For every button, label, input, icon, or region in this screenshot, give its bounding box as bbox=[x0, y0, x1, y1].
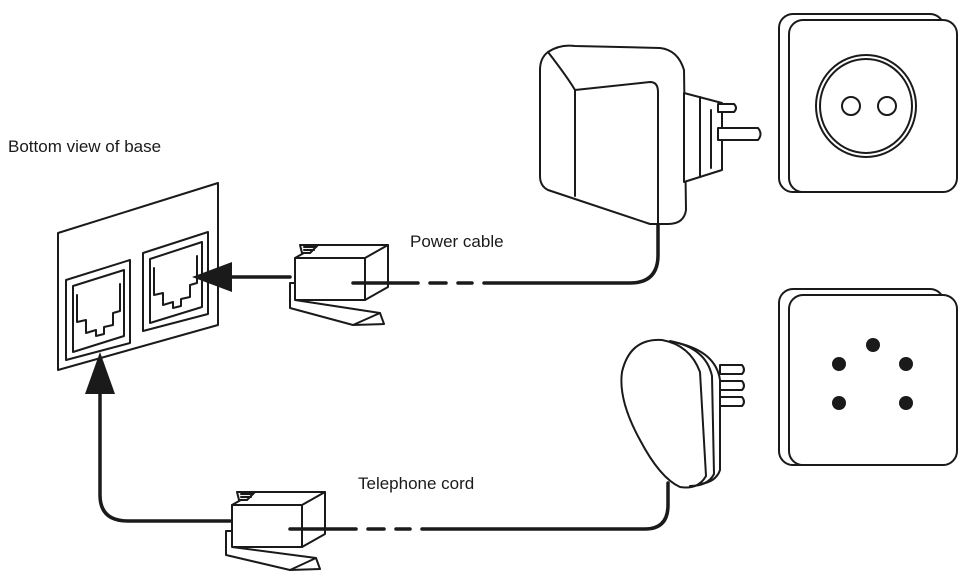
power-cable-assembly bbox=[192, 13, 958, 326]
power-adapter bbox=[539, 44, 762, 225]
telephone-wall-socket bbox=[778, 288, 958, 466]
base-panel bbox=[57, 182, 219, 371]
power-cable-line bbox=[482, 213, 660, 285]
power-cable-label: Power cable bbox=[410, 232, 504, 251]
telephone-wall-plug bbox=[620, 338, 745, 489]
socket-pin-upper-left bbox=[832, 357, 846, 371]
socket-pin-top bbox=[866, 338, 880, 352]
telephone-cord-line bbox=[98, 392, 232, 523]
telephone-cord-label: Telephone cord bbox=[358, 474, 475, 493]
socket-hole-right bbox=[877, 96, 897, 116]
socket-hole-left bbox=[841, 96, 861, 116]
base-unit bbox=[57, 182, 219, 371]
adapter-prong-top bbox=[717, 103, 737, 113]
socket-pin-upper-right bbox=[899, 357, 913, 371]
socket-pin-lower-left bbox=[832, 396, 846, 410]
telephone-plug-pin-3 bbox=[719, 396, 745, 407]
telephone-plug-pin-1 bbox=[719, 364, 745, 375]
power-modular-plug bbox=[289, 244, 389, 326]
telephone-arrow-head bbox=[85, 352, 115, 394]
telephone-plug-pin-2 bbox=[719, 380, 745, 391]
telephone-modular-plug bbox=[225, 491, 326, 571]
base-view-label: Bottom view of base bbox=[8, 137, 162, 156]
telephone-jack bbox=[65, 259, 131, 361]
power-jack bbox=[142, 231, 209, 332]
telephone-cord-assembly bbox=[85, 288, 958, 571]
adapter-prong-bottom bbox=[717, 127, 762, 141]
power-arrow-head bbox=[192, 262, 232, 292]
socket-pin-lower-right bbox=[899, 396, 913, 410]
power-wall-socket bbox=[778, 13, 958, 193]
